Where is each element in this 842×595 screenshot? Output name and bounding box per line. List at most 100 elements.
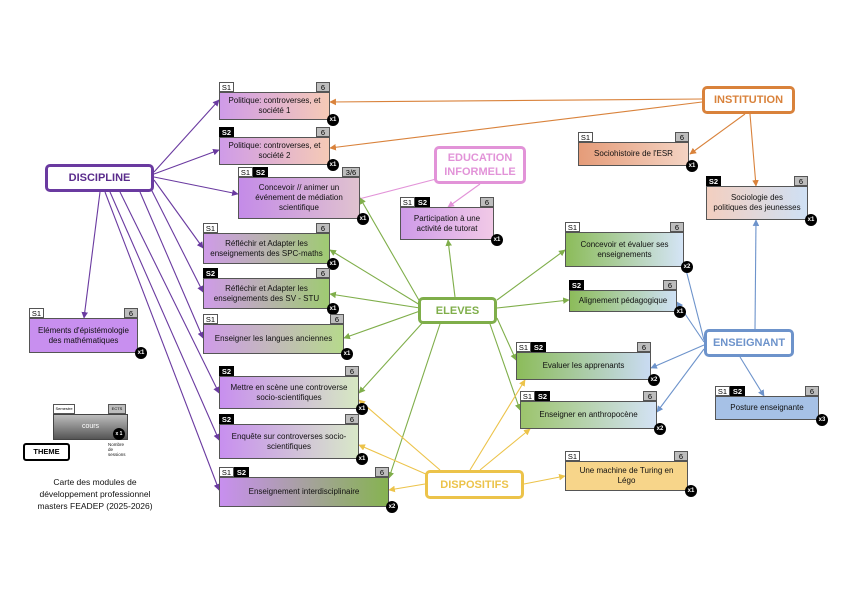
ects-tag: 6 — [805, 386, 819, 396]
module-label: Politique: controverses, et société 1 — [228, 96, 321, 115]
arrow-eleves — [359, 197, 421, 303]
module-langues: Enseigner les langues anciennes — [203, 324, 344, 354]
arrow-discipline — [153, 179, 204, 249]
sessions-badge: x2 — [681, 261, 693, 273]
semester-tag: S1 — [520, 391, 535, 401]
sessions-badge: x1 — [356, 453, 368, 465]
sessions-badge: x1 — [686, 160, 698, 172]
arrow-enseignant — [682, 261, 705, 341]
module-alignement: Alignement pédagogique — [569, 290, 677, 312]
module-label: Sociohistoire de l'ESR — [594, 149, 673, 158]
ects-tag: 6 — [316, 223, 330, 233]
module-label: Enseigner en anthropocène — [539, 410, 638, 419]
legend: cours Semestre ECTS x 1 Nombre de sessio… — [20, 400, 160, 470]
module-label: Concevoir // animer un événement de médi… — [255, 183, 343, 212]
enseignant-hub: ENSEIGNANT — [704, 329, 794, 357]
sessions-badge: x1 — [327, 258, 339, 270]
education-informelle-hub: EDUCATION INFORMELLE — [434, 146, 526, 184]
module-mettre-scene: Mettre en scène une controverse socio-sc… — [219, 376, 359, 409]
arrow-enseignant — [752, 219, 760, 330]
caption-line-1: Carte des modules de — [53, 477, 137, 487]
sessions-badge: x1 — [327, 159, 339, 171]
module-label: Une machine de Turing en Légo — [579, 466, 674, 485]
module-evaluer: Evaluer les apprenants — [516, 352, 651, 380]
arrow-institution — [689, 113, 746, 155]
caption-line-2: développement professionnel — [39, 489, 151, 499]
module-label: Réfléchir et Adapter les enseignements d… — [213, 283, 320, 303]
ects-tag: 6 — [345, 414, 359, 424]
semester-tag: S2 — [253, 167, 268, 177]
module-anthropocene: Enseigner en anthropocène — [520, 401, 657, 429]
dispositifs-hub: DISPOSITIFS — [425, 470, 524, 499]
arrow-eleves — [445, 239, 456, 298]
arrow-eleves — [387, 323, 441, 479]
ects-tag: 6 — [330, 314, 344, 324]
module-label: Eléments d'épistémologie des mathématiqu… — [38, 325, 129, 345]
module-sociologie: Sociologie des politiques des jeunesses — [706, 186, 808, 220]
sessions-badge: x2 — [386, 501, 398, 513]
arrow-discipline — [109, 191, 220, 441]
ects-tag: 6 — [674, 451, 688, 461]
arrow-dispositifs — [479, 428, 531, 471]
arrow-enseignant — [739, 356, 765, 397]
module-label: Posture enseignante — [730, 403, 804, 412]
caption-line-3: masters FEADEP (2025-2026) — [37, 501, 153, 511]
legend-sessions-note: Nombre de sessions — [108, 442, 126, 457]
module-label: Evaluer les apprenants — [542, 361, 625, 370]
arrow-discipline — [81, 191, 101, 319]
arrow-institution — [329, 98, 703, 106]
arrow-discipline — [153, 176, 239, 197]
eleves-hub: ELEVES — [418, 297, 497, 324]
semester-tag: S1 — [565, 451, 580, 461]
arrow-eleves — [496, 317, 517, 361]
ects-tag: 6 — [663, 280, 677, 290]
ects-tag: 6 — [124, 308, 138, 318]
discipline-hub: DISCIPLINE — [45, 164, 154, 192]
module-label: Enquête sur controverses socio-scientifi… — [231, 431, 347, 451]
module-concevoir-animer: Concevoir // animer un événement de médi… — [238, 177, 360, 219]
module-epistemologie: Eléments d'épistémologie des mathématiqu… — [29, 318, 138, 353]
ects-tag: 6 — [637, 342, 651, 352]
sessions-badge: x1 — [685, 485, 697, 497]
sessions-badge: x2 — [648, 374, 660, 386]
sessions-badge: x1 — [356, 403, 368, 415]
ects-tag: 3/6 — [342, 167, 360, 177]
ects-tag: 6 — [345, 366, 359, 376]
arrow-dispositifs — [523, 473, 566, 485]
arrow-eleves — [496, 249, 566, 301]
arrow-institution — [329, 101, 703, 151]
arrow-enseignant — [656, 348, 705, 413]
sessions-badge: x1 — [805, 214, 817, 226]
semester-tag: S1 — [578, 132, 593, 142]
arrow-discipline — [139, 191, 204, 339]
ects-tag: 6 — [375, 467, 389, 477]
legend-ects-tag: ECTS — [108, 404, 126, 414]
module-spc-maths: Réfléchir et Adapter les enseignements d… — [203, 233, 330, 264]
arrow-institution — [749, 113, 759, 187]
sessions-badge: x2 — [654, 423, 666, 435]
module-label: Mettre en scène une controverse socio-sc… — [230, 382, 348, 402]
arrow-education-informelle — [447, 183, 481, 208]
module-label: Enseignement interdisciplinaire — [248, 487, 360, 496]
module-concevoir-evaluer: Concevoir et évaluer ses enseignements — [565, 232, 684, 267]
module-politique2: Politique: controverses, et société 2 — [219, 137, 330, 165]
semester-tag: S2 — [569, 280, 584, 290]
semester-tag: S1 — [219, 82, 234, 92]
ects-tag: 6 — [675, 132, 689, 142]
arrow-discipline — [119, 191, 220, 394]
semester-tag: S2 — [535, 391, 550, 401]
legend-multiplier-badge: x 1 — [113, 428, 125, 440]
semester-tag: S1 — [715, 386, 730, 396]
legend-semester-tag: Semestre — [53, 404, 75, 414]
module-label: Concevoir et évaluer ses enseignements — [580, 239, 669, 259]
ects-tag: 6 — [480, 197, 494, 207]
sessions-badge: x1 — [341, 348, 353, 360]
theme-hub: THEME — [23, 443, 70, 461]
module-label: Sociologie des politiques des jeunesses — [713, 193, 801, 212]
semester-tag: S2 — [706, 176, 721, 186]
module-label: Participation à une activité de tutorat — [413, 213, 481, 233]
ects-tag: 6 — [670, 222, 684, 232]
semester-tag: S1 — [516, 342, 531, 352]
